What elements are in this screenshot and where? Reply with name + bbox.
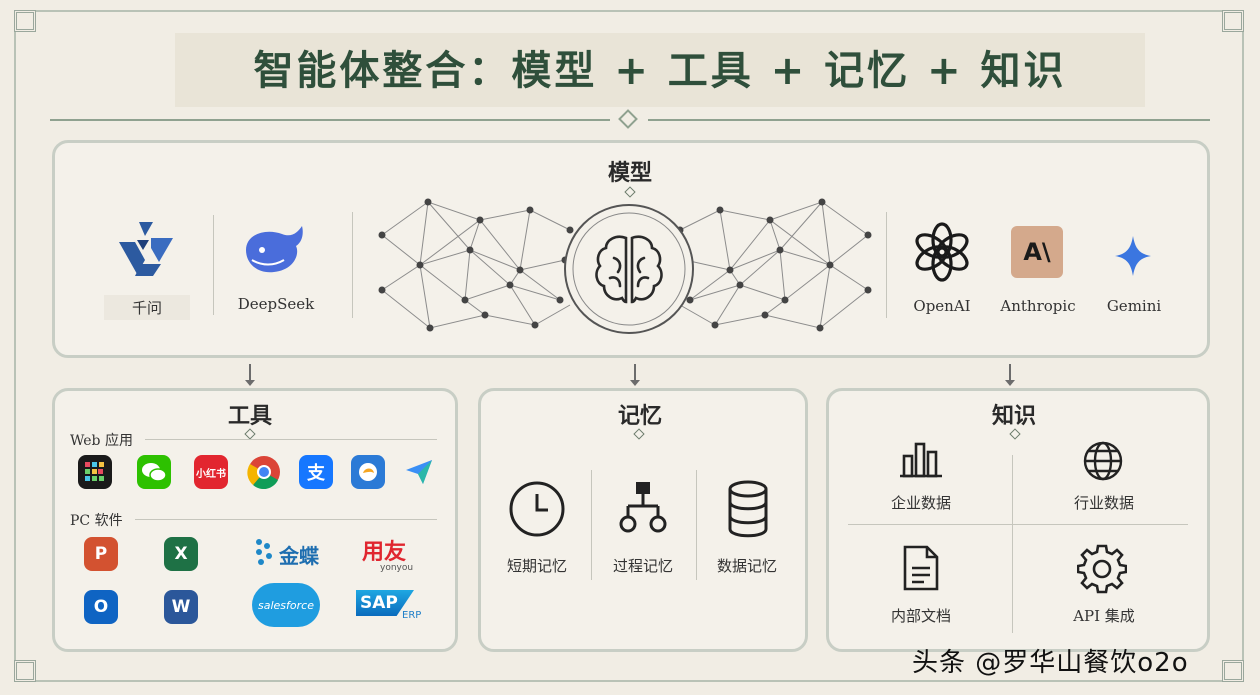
wechat-icon xyxy=(137,455,171,489)
memory-label-data: 数据记忆 xyxy=(716,557,777,575)
app-grid-icon xyxy=(78,455,112,489)
memory-separator xyxy=(696,470,697,580)
database-icon xyxy=(728,480,768,538)
model-label-openai: OpenAI xyxy=(913,297,971,315)
deepseek-whale-icon xyxy=(246,226,303,273)
model-label-gemini: Gemini xyxy=(1106,297,1162,315)
model-separator xyxy=(352,212,353,318)
knowledge-panel xyxy=(826,388,1210,652)
sap-erp-subtext: ERP xyxy=(402,610,422,621)
yonyou-logo-subtext: yonyou xyxy=(380,563,414,573)
tools-panel-title: 工具 xyxy=(227,404,272,429)
page-title: 智能体整合：模型 + 工具 + 记忆 + 知识 xyxy=(253,48,1067,94)
bar-chart-icon xyxy=(900,442,942,478)
brain-icon xyxy=(564,204,694,334)
corner-ornament xyxy=(1222,10,1244,32)
corner-ornament xyxy=(1222,660,1244,682)
knowledge-label-internal-docs: 内部文档 xyxy=(890,607,951,625)
knowledge-label-api: API 集成 xyxy=(1073,607,1135,625)
neural-network-graphic xyxy=(378,198,872,332)
corner-ornament xyxy=(14,10,36,32)
feishu-icon xyxy=(402,455,436,489)
tools-divider xyxy=(135,519,437,520)
memory-panel xyxy=(478,388,808,652)
gemini-star-icon xyxy=(1115,236,1151,276)
yonyou-logo-text: 用友 xyxy=(362,540,407,565)
watermark-text: 头条 @罗华山餐饮o2o xyxy=(912,648,1189,678)
model-separator xyxy=(213,215,214,315)
openai-icon xyxy=(915,222,969,282)
title-divider-left xyxy=(50,119,610,121)
tools-divider xyxy=(145,439,437,440)
outlook-icon: O xyxy=(84,590,118,624)
model-separator xyxy=(886,212,887,318)
model-label-anthropic: Anthropic xyxy=(1000,297,1076,315)
flowchart-icon xyxy=(619,482,667,533)
knowledge-separator xyxy=(848,524,1188,525)
knowledge-separator xyxy=(1012,455,1013,633)
memory-panel-title: 记忆 xyxy=(617,404,662,429)
kingdee-logo-icon xyxy=(256,539,272,565)
blue-bird-icon xyxy=(351,455,385,489)
memory-label-procedural: 过程记忆 xyxy=(612,557,673,575)
model-panel-title: 模型 xyxy=(607,161,652,186)
powerpoint-icon: P xyxy=(84,537,118,571)
excel-icon: X xyxy=(164,537,198,571)
outer-frame xyxy=(14,10,1244,682)
gear-icon xyxy=(1077,544,1127,594)
qwen-icon xyxy=(119,222,173,276)
knowledge-label-enterprise: 企业数据 xyxy=(890,494,951,512)
web-apps-label: Web 应用 xyxy=(70,433,133,449)
kingdee-logo-text: 金蝶 xyxy=(279,544,319,568)
knowledge-label-industry: 行业数据 xyxy=(1073,494,1134,512)
document-icon xyxy=(903,545,939,591)
knowledge-panel-title: 知识 xyxy=(991,404,1036,429)
memory-label-short-term: 短期记忆 xyxy=(506,557,567,575)
salesforce-logo: salesforce xyxy=(252,583,320,627)
pc-software-label: PC 软件 xyxy=(70,513,123,529)
title-divider-right xyxy=(648,119,1210,121)
xiaohongshu-icon: 小红书 xyxy=(194,455,228,489)
clock-icon xyxy=(509,481,565,537)
arrow-to-knowledge xyxy=(1005,364,1015,386)
title-band xyxy=(175,33,1145,107)
globe-icon xyxy=(1083,441,1123,481)
anthropic-icon: A\ xyxy=(1011,226,1063,278)
alipay-icon: 支 xyxy=(299,455,333,489)
memory-separator xyxy=(591,470,592,580)
arrow-to-memory xyxy=(630,364,640,386)
model-label-qwen: 千问 xyxy=(104,295,190,320)
chrome-icon xyxy=(247,455,281,489)
word-icon: W xyxy=(164,590,198,624)
model-label-deepseek: DeepSeek xyxy=(237,295,315,313)
arrow-to-tools xyxy=(245,364,255,386)
corner-ornament xyxy=(14,660,36,682)
